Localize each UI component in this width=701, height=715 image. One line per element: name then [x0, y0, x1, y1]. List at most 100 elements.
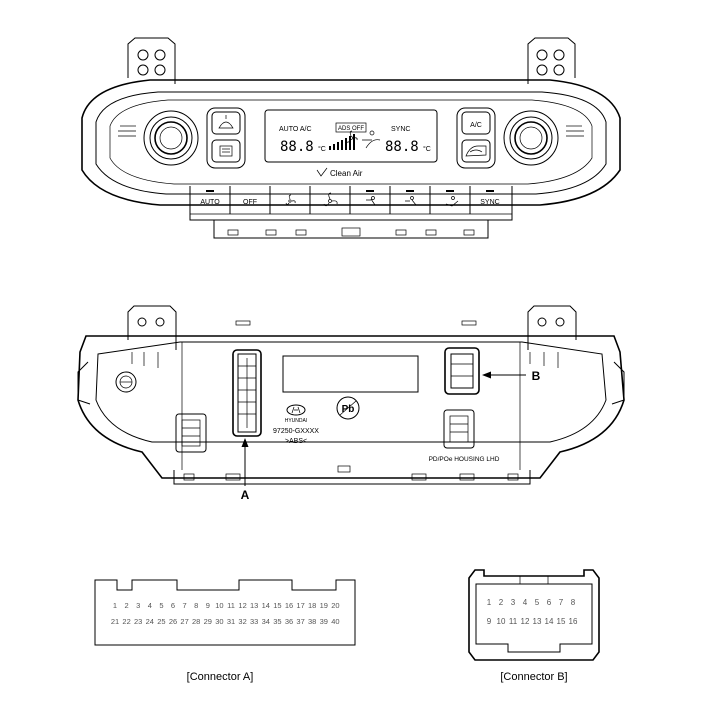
connector-b-socket — [444, 347, 480, 395]
fan-small-icon — [285, 194, 296, 205]
connector-a-pin-27: 27 — [180, 617, 188, 626]
connector-b-pin-13: 13 — [533, 617, 542, 626]
connector-a-pin-26: 26 — [169, 617, 177, 626]
connector-a-pin-13: 13 — [250, 601, 258, 610]
housing-text: PD/POe HOUSING LHD — [429, 456, 500, 463]
svg-text:88.8: 88.8 — [385, 139, 419, 155]
connector-a-pin-17: 17 — [296, 601, 304, 610]
floor-vent-icon — [445, 196, 459, 207]
connector-a-pin-22: 22 — [122, 617, 130, 626]
connector-a-pin-25: 25 — [157, 617, 165, 626]
part-number: 97250-GXXXX — [273, 428, 319, 435]
display-sync: SYNC — [391, 126, 410, 133]
svg-text:Pb: Pb — [342, 404, 355, 415]
callout-a-label: A — [241, 488, 250, 502]
connector-a-pin-14: 14 — [262, 601, 270, 610]
connector-a-pin-21: 21 — [111, 617, 119, 626]
connector-a-pin-marks — [238, 365, 256, 415]
connector-a-pin-33: 33 — [250, 617, 258, 626]
button-row: AUTO OFF — [189, 186, 513, 221]
connector-a-pin-36: 36 — [285, 617, 293, 626]
off-button[interactable]: OFF — [243, 186, 271, 214]
connector-b-pin-6: 6 — [547, 598, 552, 607]
material-mark: >ABS< — [285, 438, 307, 445]
hyundai-logo — [286, 404, 306, 416]
connector-a-pin-9: 9 — [206, 601, 210, 610]
right-temperature-knob[interactable] — [503, 110, 559, 166]
connector-b-pin-7: 7 — [559, 598, 564, 607]
callout-a: A — [241, 438, 250, 502]
connector-b-pin-11: 11 — [509, 617, 518, 626]
connector-a-pin-23: 23 — [134, 617, 142, 626]
screw-icon — [115, 371, 137, 393]
vent-face-button[interactable] — [366, 186, 391, 214]
connector-b-pin-4: 4 — [523, 598, 528, 607]
connector-a-caption: [Connector A] — [187, 671, 254, 683]
connector-b-pin-2: 2 — [499, 598, 504, 607]
connector-b-pin-12: 12 — [521, 617, 530, 626]
connector-a-pin-35: 35 — [273, 617, 281, 626]
connector-a-pin-10: 10 — [215, 601, 223, 610]
fan-down-button[interactable] — [285, 186, 311, 214]
vent-bilevel-button[interactable] — [405, 186, 431, 214]
connector-a-pin-1: 1 — [113, 601, 117, 610]
sync-button[interactable]: SYNC — [480, 190, 500, 206]
rear-panel-illustration: HYUNDAI 97250-GXXXX >ABS< Pb PD/POe HOUS… — [77, 305, 625, 502]
connector-b-pin-3: 3 — [511, 598, 516, 607]
pb-free-mark: Pb — [336, 396, 360, 420]
callout-b-label: B — [532, 369, 541, 383]
auto-button[interactable]: AUTO — [200, 186, 231, 214]
connector-b-pin-15: 15 — [557, 617, 566, 626]
connector-a-pin-34: 34 — [262, 617, 270, 626]
display-unit-left: °C — [318, 145, 326, 153]
left-mounting-bracket — [127, 37, 176, 84]
connector-a-pin-37: 37 — [296, 617, 304, 626]
right-mounting-bracket — [527, 37, 576, 84]
connector-a-pin-29: 29 — [204, 617, 212, 626]
off-label: OFF — [243, 199, 257, 206]
recirculation-button[interactable] — [461, 139, 491, 163]
housing-ribs — [131, 320, 559, 368]
connector-a-pin-19: 19 — [320, 601, 328, 610]
connector-a-pin-38: 38 — [308, 617, 316, 626]
display-auto-ac: AUTO A/C — [279, 126, 312, 133]
display-ads-off: ADS OFF — [338, 126, 364, 132]
connector-b-caption: [Connector B] — [500, 671, 567, 683]
connector-a-pin-11: 11 — [227, 601, 235, 610]
rear-bottom-clips — [173, 465, 531, 485]
connector-b-pin-9: 9 — [487, 617, 492, 626]
connector-a-pin-12: 12 — [238, 601, 246, 610]
connector-b-pin-1: 1 — [487, 598, 492, 607]
connector-a-pin-16: 16 — [285, 601, 293, 610]
connector-b-pin-8: 8 — [571, 598, 576, 607]
auto-label: AUTO — [200, 199, 220, 206]
face-vent-icon — [366, 196, 376, 206]
rear-defrost-button[interactable] — [211, 139, 241, 163]
connector-a-pin-18: 18 — [308, 601, 316, 610]
callout-b: B — [482, 369, 541, 383]
connector-a-pin-4: 4 — [148, 601, 152, 610]
front-defrost-button[interactable] — [211, 111, 241, 135]
connector-a-pin-24: 24 — [146, 617, 154, 626]
fan-speed-bars — [329, 134, 355, 150]
connector-a-pin-7: 7 — [183, 601, 187, 610]
vent-floor-button[interactable] — [445, 186, 471, 214]
brand-text: HYUNDAI — [285, 418, 308, 424]
bilevel-vent-icon — [405, 196, 420, 206]
fan-up-button[interactable] — [323, 186, 351, 214]
connector-a-pin-28: 28 — [192, 617, 200, 626]
right-side-housing — [443, 409, 475, 449]
connector-a-socket — [232, 349, 262, 437]
connector-a-pin-15: 15 — [273, 601, 281, 610]
left-temperature-knob[interactable] — [143, 110, 199, 166]
left-vent-grille — [118, 125, 136, 137]
left-side-housing — [175, 413, 207, 453]
connector-a-pin-20: 20 — [331, 601, 339, 610]
connector-a-pin-3: 3 — [136, 601, 140, 610]
fan-large-icon — [323, 192, 338, 207]
ac-button[interactable]: A/C — [461, 111, 491, 135]
